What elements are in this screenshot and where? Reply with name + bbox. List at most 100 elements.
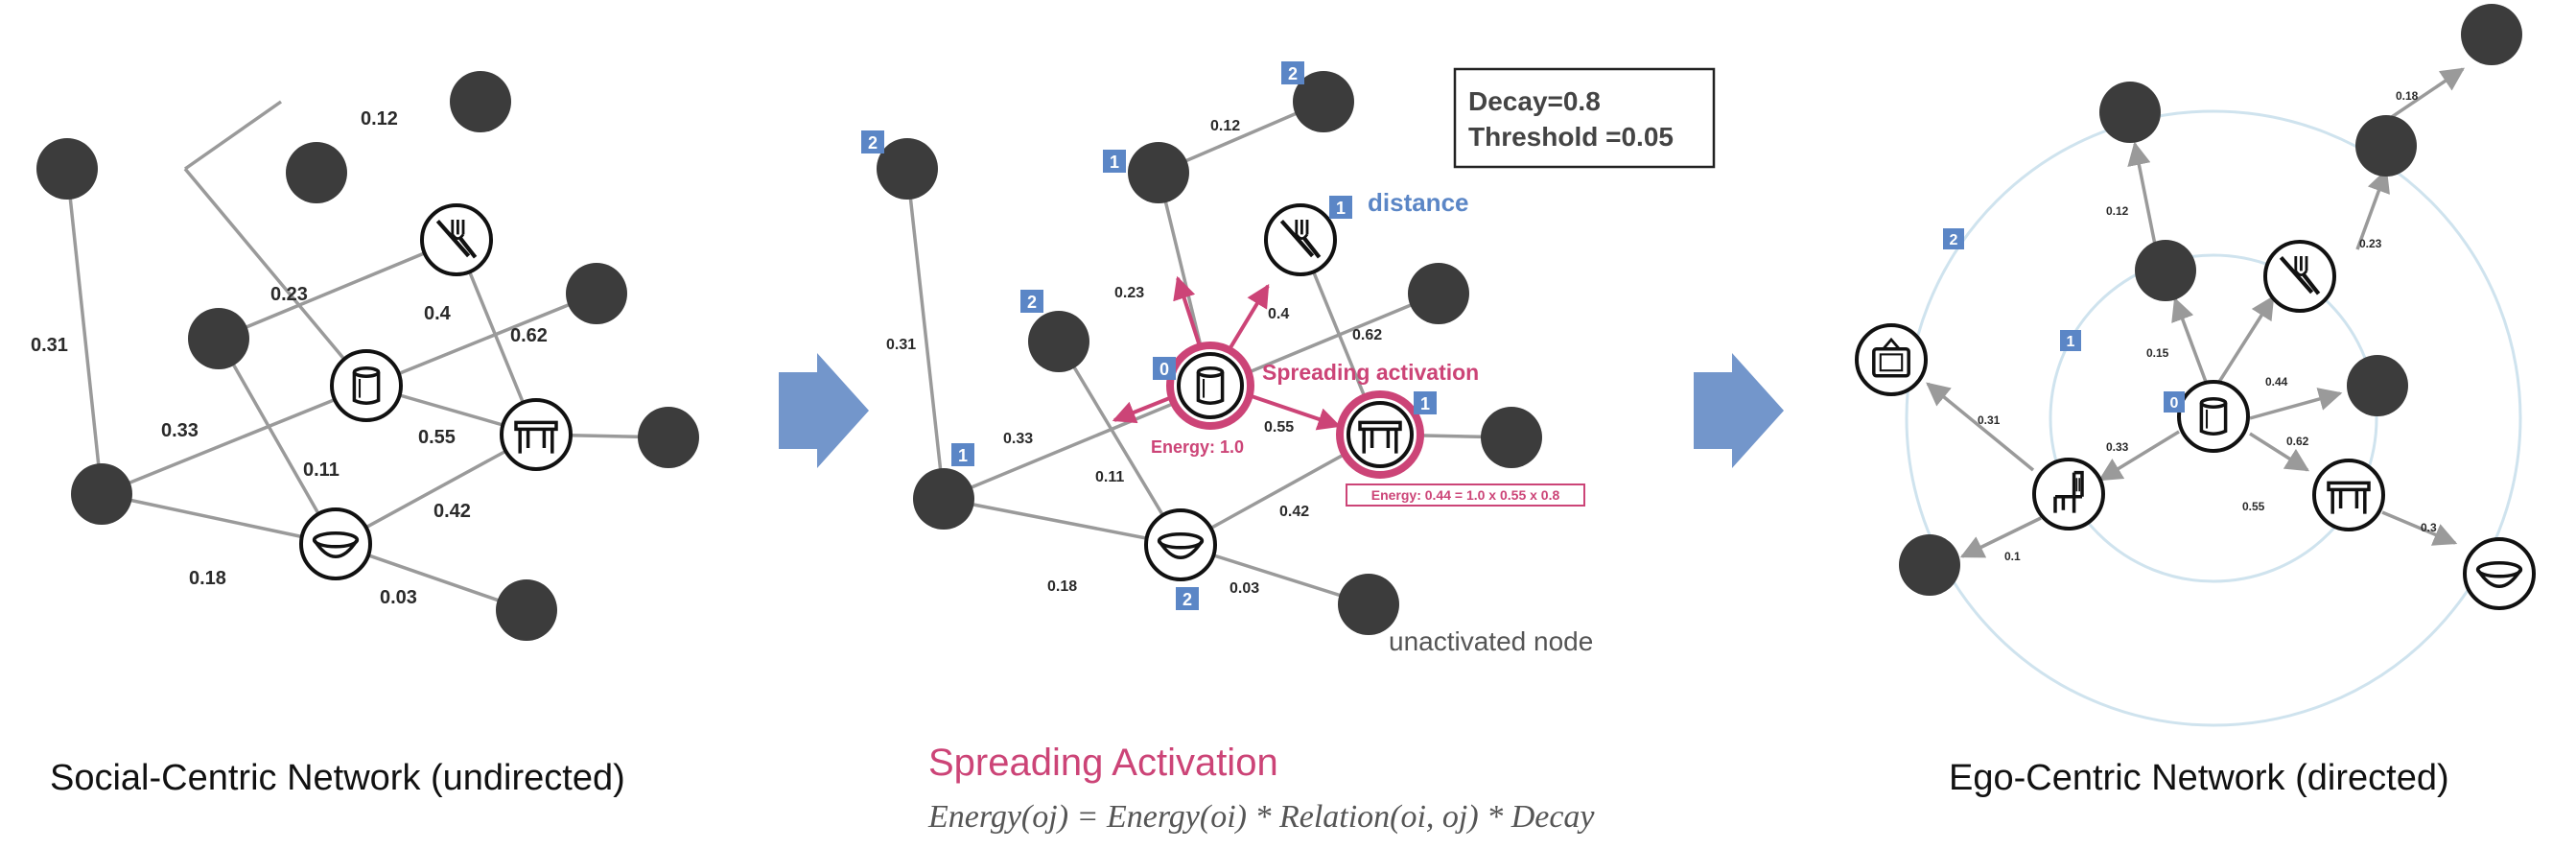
distance-badge: 2 (1020, 290, 1043, 313)
edge-label: 0.31 (31, 335, 68, 356)
edge-label: 0.4 (424, 303, 452, 324)
node (913, 468, 974, 530)
panel3-object-nodes (1855, 240, 2536, 610)
edge-label: 0.03 (1229, 580, 1259, 597)
edge-label: 0.55 (418, 427, 456, 448)
edge-label: 0.33 (161, 420, 199, 441)
ring (2049, 253, 2378, 583)
directed-edge (1959, 516, 2042, 558)
edge-label: 0.3 (2421, 521, 2437, 534)
bowl-icon (299, 507, 372, 580)
edge-label: 0.18 (189, 568, 226, 589)
distance-badge: 2 (1176, 587, 1199, 610)
node (1128, 142, 1189, 203)
edge-label: 0.42 (1279, 504, 1309, 520)
node (2135, 240, 2196, 301)
panel3-edges (1926, 67, 2466, 558)
panel3-edge-labels: 0.18 0.12 0.23 0.15 0.44 0.31 0.33 0.62 … (1978, 89, 2437, 563)
energy-target-box: Energy: 0.44 = 1.0 x 0.55 x 0.8 (1346, 483, 1585, 507)
node (1481, 407, 1542, 468)
node (2099, 82, 2161, 143)
edge-label: 0.12 (361, 108, 398, 130)
spreading-formula: Energy(oj) = Energy(oi) * Relation(oi, o… (927, 799, 1595, 835)
node (36, 138, 98, 200)
activation-arrow (1228, 283, 1270, 351)
node (1028, 311, 1089, 372)
distance-badge: 2 (1943, 228, 1964, 249)
edge-label: 0.33 (1003, 431, 1033, 447)
node (1408, 263, 1469, 324)
svg-text:2: 2 (1027, 293, 1037, 312)
energy-source-label: Energy: 1.0 (1151, 437, 1244, 457)
node (1899, 534, 1960, 596)
edge-label: 0.44 (2265, 375, 2288, 389)
node (71, 463, 132, 525)
panel3-caption: Ego-Centric Network (directed) (1949, 758, 2449, 798)
panel1-edge-labels: 0.12 0.31 0.23 0.4 0.62 0.33 0.55 0.11 0… (31, 108, 548, 608)
node (566, 263, 627, 324)
edge-label: 0.62 (2286, 435, 2309, 448)
unactivated-node-label: unactivated node (1389, 626, 1593, 656)
directed-edge (2249, 432, 2310, 472)
panel1-object-nodes (299, 203, 573, 580)
spreading-activation-label: Spreading activation (1262, 360, 1479, 385)
svg-text:2: 2 (868, 133, 878, 153)
directed-edge (2217, 295, 2275, 383)
ring (1905, 109, 2522, 727)
svg-text:0: 0 (2170, 395, 2179, 412)
svg-text:Energy: 0.44 = 1.0 x 0.55 x 0.: Energy: 0.44 = 1.0 x 0.55 x 0.8 (1371, 487, 1560, 503)
table-icon (500, 398, 573, 471)
fork-icon (2263, 240, 2336, 313)
node (1293, 71, 1354, 132)
distance-badge: 1 (951, 443, 974, 466)
svg-text:1: 1 (2067, 334, 2075, 350)
edge-label: 0.18 (2396, 89, 2419, 103)
distance-badge: 1 (2060, 330, 2081, 351)
node (2347, 355, 2408, 416)
edge (335, 433, 537, 546)
arrow-icon (1694, 353, 1784, 468)
distance-label: distance (1368, 188, 1469, 217)
panel3-badges: 2 1 0 (1943, 228, 2185, 413)
distance-badge: 1 (1414, 391, 1437, 414)
svg-text:1: 1 (1110, 153, 1119, 172)
edge-label: 0.18 (1047, 578, 1077, 595)
edge-label: 0.15 (2146, 346, 2169, 360)
panel2-badges: 2 1 2 1 2 0 1 1 2 (861, 61, 1437, 610)
cup-icon (1166, 342, 1254, 430)
distance-badge: 1 (1103, 150, 1126, 173)
activation-arrow (1112, 395, 1173, 424)
fork-icon (1264, 203, 1337, 276)
edge-label: 0.11 (1095, 469, 1124, 485)
edge-label: 0.33 (2106, 440, 2129, 454)
edge-label: 0.11 (303, 460, 340, 481)
panel2-activation-arrows (1112, 275, 1342, 431)
edge-label: 0.23 (270, 284, 308, 305)
edge-label: 0.62 (510, 325, 548, 346)
node (2461, 4, 2522, 65)
edge-label: 0.31 (886, 337, 916, 353)
edge-label: 0.23 (2359, 237, 2382, 250)
edge (905, 168, 946, 500)
node (450, 71, 511, 132)
activation-arrow (1248, 393, 1342, 431)
fork-icon (420, 203, 493, 276)
panel-spreading-activation: 0.12 0.31 0.23 0.4 0.62 0.33 0.55 0.11 0… (861, 61, 1716, 835)
panel3-nodes (1899, 4, 2522, 596)
edge (65, 168, 104, 495)
directed-edge (1926, 382, 2035, 472)
node (877, 138, 938, 200)
edge-label: 0.4 (1268, 306, 1289, 322)
chair-icon (2032, 458, 2105, 531)
directed-edge (2097, 430, 2180, 482)
distance-badge: 0 (1153, 357, 1176, 380)
directed-edge (2249, 388, 2343, 420)
panel1-nodes (36, 71, 699, 641)
directed-edge (2171, 296, 2208, 383)
edge-label: 0.12 (2106, 204, 2129, 218)
bowl-icon (2463, 537, 2536, 610)
directed-edge (2127, 141, 2158, 250)
edge (183, 100, 283, 171)
edge (1057, 341, 1183, 546)
